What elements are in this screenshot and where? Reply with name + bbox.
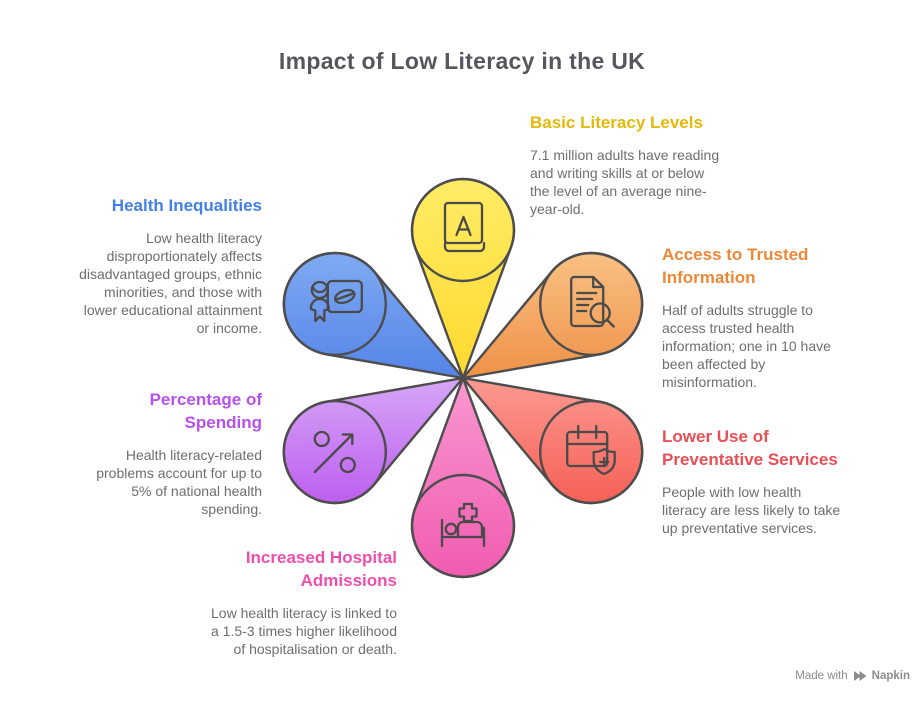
- petal-access-information: [461, 251, 644, 380]
- document-search-icon: [570, 275, 615, 328]
- section-body: Low health literacy disproportionately a…: [79, 230, 262, 336]
- person-medication-icon: [309, 279, 363, 323]
- section-heading: Basic Literacy Levels: [530, 113, 703, 132]
- section-heading: Lower Use of Preventative Services: [662, 427, 838, 469]
- section-heading: Health Inequalities: [111, 196, 262, 215]
- section-access-to-trusted-information: Access to Trusted Information Half of ad…: [662, 243, 902, 391]
- page-title: Impact of Low Literacy in the UK: [278, 48, 646, 74]
- petal-hospital-admissions: [410, 376, 516, 579]
- section-heading: Access to Trusted Information: [662, 245, 809, 287]
- hospital-bed-icon: [440, 502, 486, 548]
- watermark-prefix: Made with: [795, 670, 848, 682]
- section-basic-literacy-levels: Basic Literacy Levels 7.1 million adults…: [530, 111, 780, 218]
- section-increased-hospital-admissions: Increased Hospital Admissions Low health…: [97, 546, 397, 658]
- book-icon: [443, 201, 486, 253]
- section-health-inequalities: Health Inequalities Low health literacy …: [0, 194, 262, 337]
- section-heading: Percentage of Spending: [149, 390, 262, 432]
- section-body: 7.1 million adults have reading and writ…: [530, 147, 720, 217]
- section-heading: Increased Hospital Admissions: [245, 548, 397, 590]
- made-with-napkin-watermark: Made with Napkin: [795, 670, 910, 682]
- petal-percentage-spending: [282, 376, 465, 505]
- watermark-brand: Napkin: [871, 670, 910, 682]
- section-lower-use-of-preventative-services: Lower Use of Preventative Services Peopl…: [662, 425, 912, 537]
- section-body: Health literacy-related problems account…: [96, 447, 262, 517]
- petal-preventative-services: [461, 376, 644, 505]
- percent-growth-icon: [313, 430, 356, 474]
- section-body: Low health literacy is linked to a 1.5-3…: [211, 605, 397, 657]
- calendar-shield-icon: [566, 424, 616, 476]
- napkin-logo-icon: [853, 671, 867, 681]
- petal-basic-literacy: [410, 177, 516, 380]
- section-percentage-of-spending: Percentage of Spending Health literacy-r…: [0, 388, 262, 518]
- section-body: People with low health literacy are less…: [662, 484, 841, 536]
- section-body: Half of adults struggle to access truste…: [662, 302, 831, 390]
